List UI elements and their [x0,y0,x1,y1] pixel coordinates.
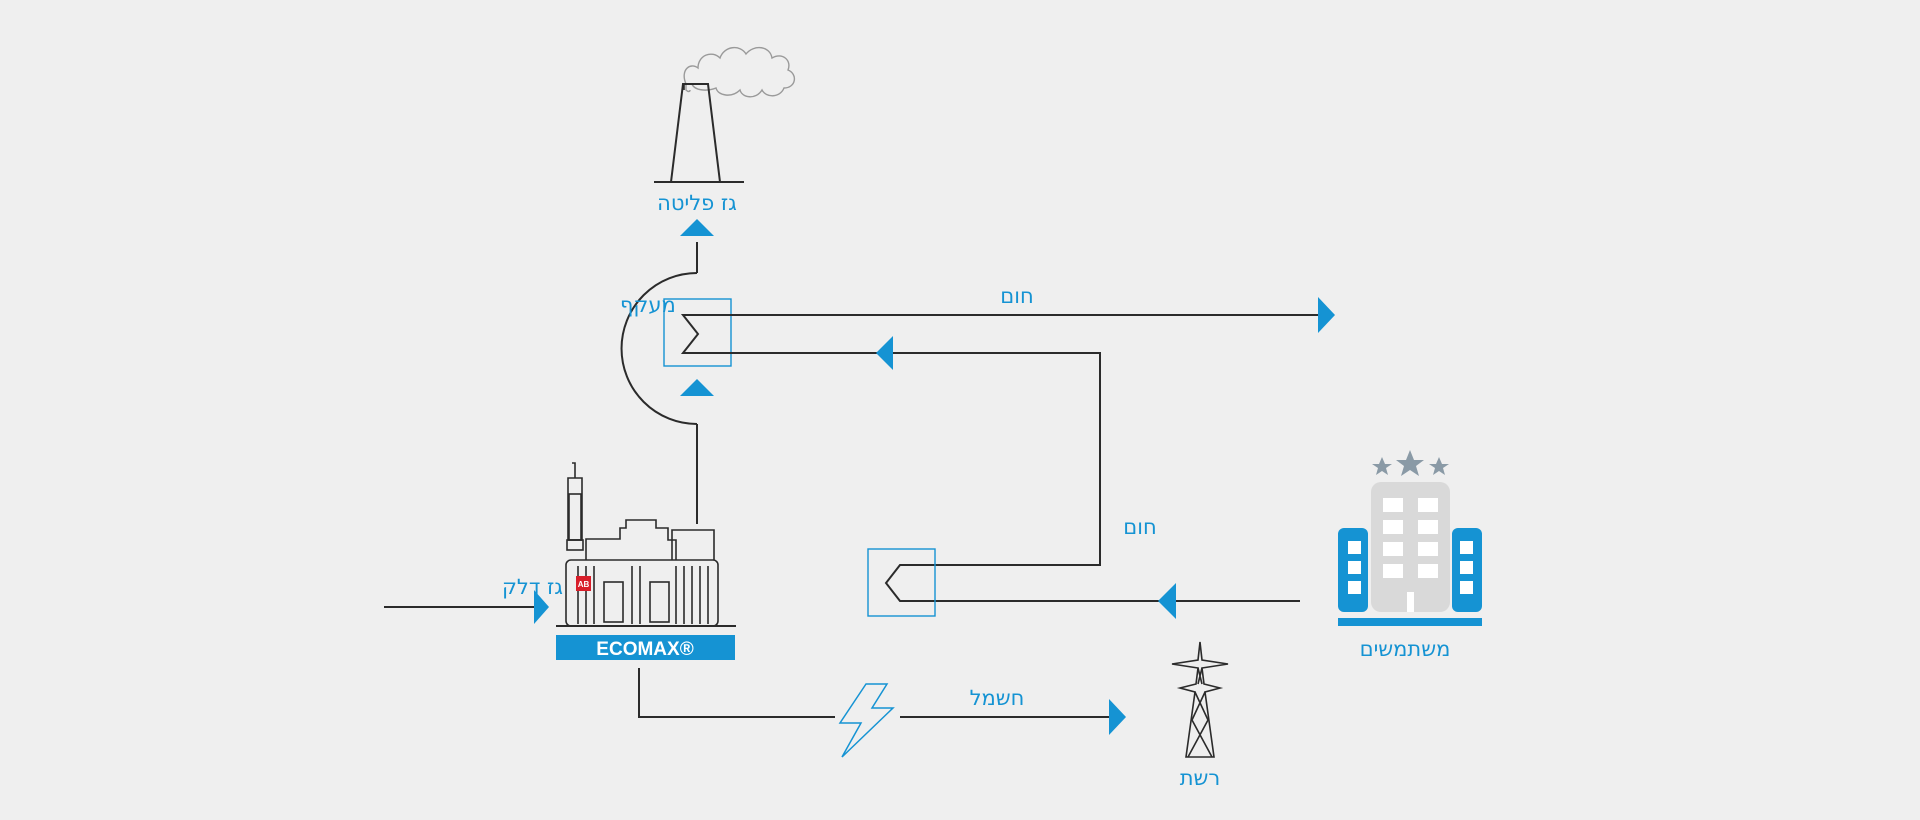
engine-brand-label: ECOMAX® [596,639,693,660]
chimney-icon [654,83,744,183]
enclosure-ribs [577,566,709,624]
bypass-label: מעקף [620,293,676,317]
lightning-icon [838,683,895,758]
heat-exchanger-upper [663,298,1322,602]
engine-logo-badge [576,576,591,591]
flow-arrow-up [680,379,714,396]
power-pylon-icon [1171,641,1229,758]
hotel-building-icon [1338,450,1482,626]
exhaust-gas-label: גז פליטה [657,191,737,215]
smoke-cloud-icon [683,47,795,98]
users-return-arrow [1158,583,1176,619]
electricity-arrow [1109,699,1126,735]
users-label: משתמשים [1360,637,1451,661]
engine-logo-text: AB [578,580,590,589]
bypass-pipe [620,272,698,425]
grid-label: רשת [1180,766,1221,790]
cogeneration-unit-icon: AB [556,462,736,627]
heat-middle-label: חום [1123,515,1156,539]
engine-brand-bar [556,635,735,660]
heat-top-label: חום [1000,284,1033,308]
fuel-gas-arrow [534,590,549,624]
electricity-label: חשמל [970,686,1025,710]
heat-out-arrow [1318,297,1335,333]
heat-return-arrow [876,336,893,370]
exhaust-arrow [680,219,714,236]
heat-exchanger-lower [867,548,936,617]
fuel-gas-label: גז דלק [502,575,563,599]
